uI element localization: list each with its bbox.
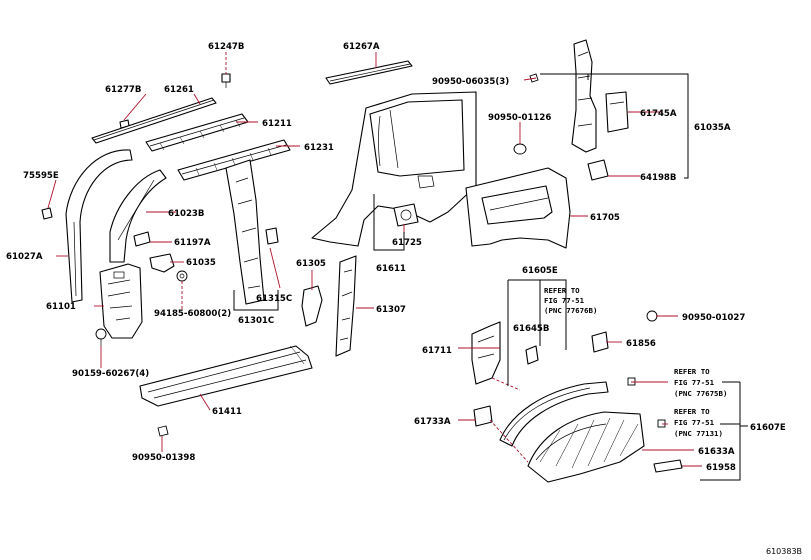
part-61733A-drawing (473, 405, 493, 427)
label-61711: 61711 (422, 346, 452, 356)
part-61261-drawing (91, 97, 217, 144)
part-61027A-drawing (65, 149, 133, 303)
part-90950-01027-drawing (646, 310, 658, 322)
label-64198B: 64198B (640, 173, 676, 183)
label-61307: 61307 (376, 305, 406, 315)
label-61605E: 61605E (522, 266, 558, 276)
label-90950-06035: 90950-06035(3) (432, 77, 509, 87)
part-61035-drawing (149, 253, 175, 273)
part-61211-drawing (145, 113, 249, 152)
label-61277B: 61277B (105, 85, 141, 95)
reference-line-2: FIG 77-51 (544, 296, 585, 305)
label-90950-01398: 90950-01398 (132, 453, 195, 463)
part-61725-drawing (393, 203, 419, 227)
clip-drawings (627, 377, 666, 428)
reference-note-77675B: REFER TO FIG 77-51 (PNC 77675B) (674, 367, 727, 398)
part-61301C-drawing (225, 159, 265, 305)
label-61745A: 61745A (640, 109, 677, 119)
reference-note-77676B: REFER TO FIG 77-51 (PNC 77676B) (544, 286, 597, 315)
group-brackets (233, 73, 748, 481)
label-61197A: 61197A (174, 238, 211, 248)
label-61261: 61261 (164, 85, 194, 95)
part-61605E-drawing (499, 381, 609, 447)
part-61315C-drawing (265, 227, 279, 245)
label-61705: 61705 (590, 213, 620, 223)
label-61411: 61411 (212, 407, 242, 417)
part-61958-drawing (653, 459, 683, 473)
part-61611-drawing (311, 91, 477, 247)
label-61035A: 61035A (694, 123, 731, 133)
figure-code: 610383B (766, 547, 802, 556)
reference-line-3: (PNC 77676B) (544, 306, 597, 315)
part-90159-60267-drawing (95, 328, 107, 346)
label-61101: 61101 (46, 302, 76, 312)
part-61745A-drawing (605, 91, 629, 133)
reference-line-1: REFER TO (674, 367, 710, 376)
label-61231: 61231 (304, 143, 334, 153)
label-61958: 61958 (706, 463, 736, 473)
part-61633A-drawing (527, 411, 645, 483)
part-90950-01398-drawing (157, 425, 169, 437)
label-90159-60267: 90159-60267(4) (72, 369, 149, 379)
part-61856-drawing (591, 331, 609, 353)
reference-line-2: FIG 77-51 (674, 418, 715, 427)
label-61027A: 61027A (6, 252, 43, 262)
part-61247B-drawing (221, 73, 231, 88)
part-61035A-drawing (571, 39, 597, 153)
label-61607E: 61607E (750, 423, 786, 433)
part-64198B-drawing (587, 159, 609, 181)
part-61231-drawing (177, 139, 291, 181)
reference-line-2: FIG 77-51 (674, 378, 715, 387)
label-75595E: 75595E (23, 171, 59, 181)
label-61315C: 61315C (256, 294, 292, 304)
label-61301C: 61301C (238, 316, 274, 326)
label-94185-60800: 94185-60800(2) (154, 309, 231, 319)
label-61645B: 61645B (513, 324, 549, 334)
label-61856: 61856 (626, 339, 656, 349)
label-61633A: 61633A (698, 447, 735, 457)
part-61305-drawing (301, 285, 323, 327)
label-61611: 61611 (376, 264, 406, 274)
part-61711-drawing (471, 321, 501, 385)
reference-line-3: (PNC 77675B) (674, 389, 727, 398)
part-61267A-drawing (325, 60, 413, 85)
reference-line-1: REFER TO (544, 286, 580, 295)
part-61411-drawing (139, 345, 313, 407)
label-90950-01126: 90950-01126 (488, 113, 551, 123)
part-61197A-drawing (133, 231, 151, 247)
label-61023B: 61023B (168, 209, 204, 219)
reference-line-1: REFER TO (674, 407, 710, 416)
part-61101-drawing (99, 263, 143, 339)
leader-lines (47, 52, 702, 467)
label-61725: 61725 (392, 238, 422, 248)
label-61733A: 61733A (414, 417, 451, 427)
part-61645B-drawing (525, 345, 539, 365)
part-75595E-drawing (41, 207, 53, 220)
label-61035: 61035 (186, 258, 216, 268)
label-61211: 61211 (262, 119, 292, 129)
label-90950-01027: 90950-01027 (682, 313, 745, 323)
part-labels: 61247B 61267A 61277B 61261 61211 61231 7… (6, 42, 802, 556)
part-90950-01126-drawing (513, 143, 527, 155)
part-94185-60800-drawing (176, 270, 188, 282)
reference-line-3: (PNC 77131) (674, 429, 723, 438)
label-61305: 61305 (296, 259, 326, 269)
reference-note-77131: REFER TO FIG 77-51 (PNC 77131) (674, 407, 723, 438)
label-61267A: 61267A (343, 42, 380, 52)
part-61705-drawing (465, 167, 571, 249)
part-61307-drawing (335, 255, 357, 357)
label-61247B: 61247B (208, 42, 244, 52)
part-61023B-drawing (109, 169, 167, 263)
